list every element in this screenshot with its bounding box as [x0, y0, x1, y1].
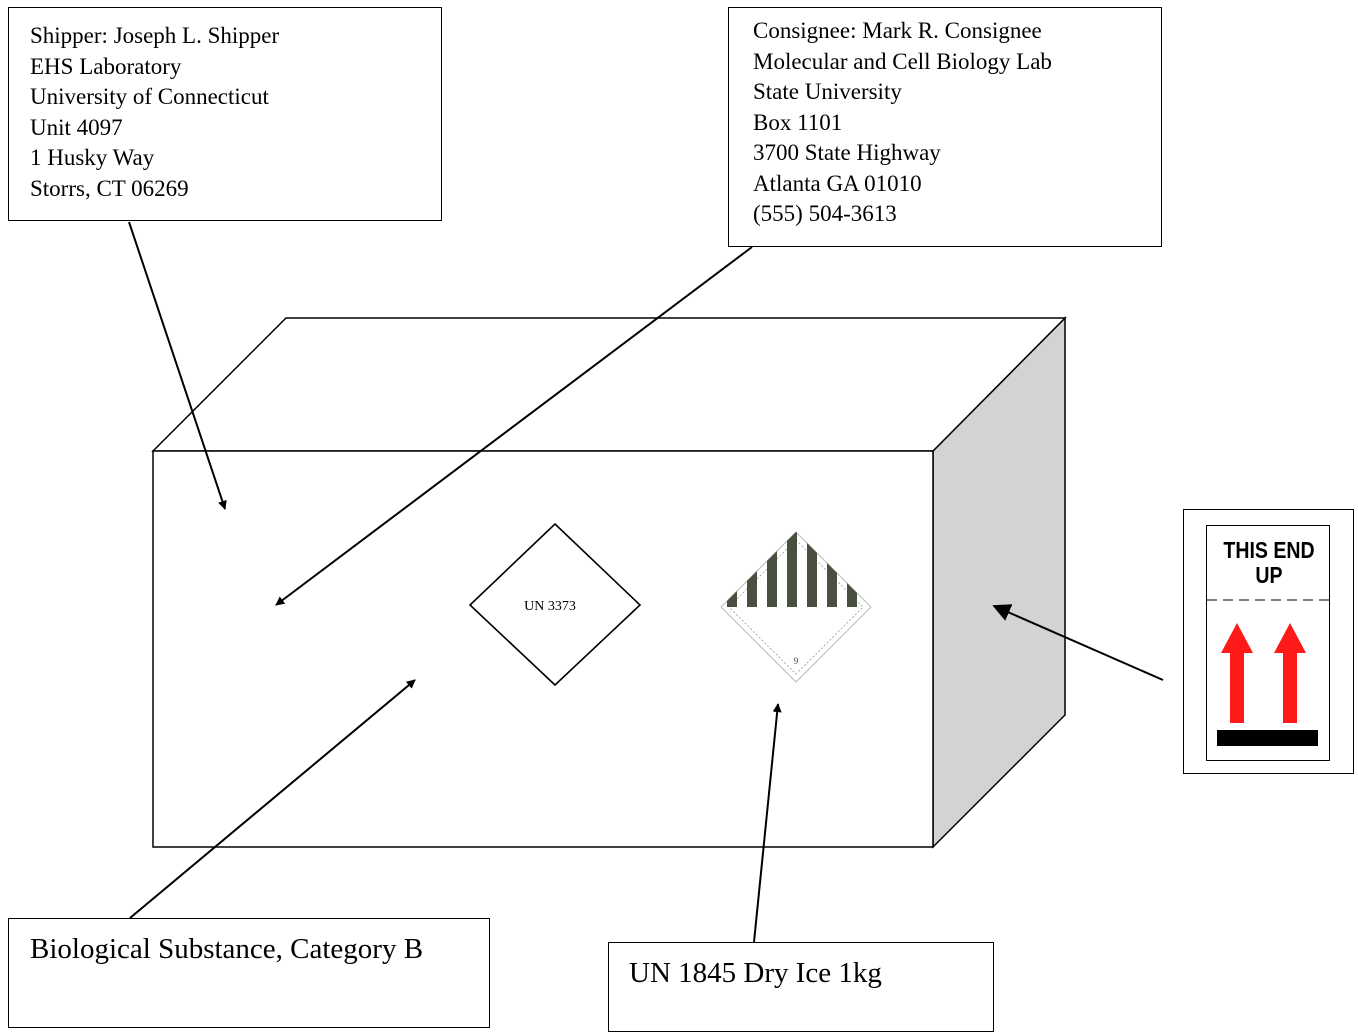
- dry-ice-label: UN 1845 Dry Ice 1kg: [608, 942, 994, 1032]
- orientation-pointer-arrow: [992, 604, 1164, 681]
- orientation-label-text: THIS END UP: [1216, 538, 1321, 588]
- orientation-text-line2: UP: [1255, 562, 1283, 588]
- consignee-line: State University: [753, 79, 902, 104]
- hazard-stripe: [807, 532, 817, 607]
- consignee-address-box: Consignee: Mark R. Consignee Molecular a…: [728, 7, 1162, 247]
- biological-substance-label: Biological Substance, Category B: [8, 918, 490, 1028]
- hazard-stripe: [787, 532, 797, 607]
- box-top-face: [151, 317, 1067, 452]
- shipper-line: University of Connecticut: [30, 84, 269, 109]
- base-bar-icon: [1217, 730, 1318, 746]
- shipper-pointer-arrow: [128, 221, 227, 510]
- dry-ice-pointer-arrow: [753, 703, 782, 943]
- hazard-stripe: [827, 532, 837, 607]
- shipper-line: EHS Laboratory: [30, 53, 182, 79]
- up-arrows-graphic: [1207, 599, 1331, 746]
- un3373-text: UN 3373: [524, 599, 576, 614]
- up-arrow-icon: [1221, 623, 1253, 723]
- un3373-diamond-marking: UN 3373: [468, 522, 642, 687]
- biological-substance-text: Biological Substance, Category B: [30, 933, 424, 965]
- orientation-label-box: THIS END UP: [1183, 509, 1354, 774]
- consignee-line: Consignee: Mark R. Consignee: [753, 18, 1042, 43]
- consignee-line: (555) 504-3613: [753, 201, 897, 226]
- hazard-stripe: [767, 532, 777, 607]
- up-arrow-icon: [1274, 623, 1306, 723]
- shipper-line: Unit 4097: [30, 114, 123, 140]
- consignee-line: 3700 State Highway: [753, 140, 941, 165]
- consignee-line: Atlanta GA 01010: [753, 170, 922, 196]
- orientation-text-line1: THIS END: [1223, 537, 1315, 563]
- shipper-line: Shipper: Joseph L. Shipper: [30, 23, 280, 48]
- consignee-line: Molecular and Cell Biology Lab: [753, 48, 1052, 74]
- class9-number: 9: [794, 656, 799, 666]
- orientation-label: THIS END UP: [1206, 525, 1331, 761]
- dry-ice-text: UN 1845 Dry Ice 1kg: [629, 957, 882, 989]
- shipper-line: 1 Husky Way: [30, 145, 155, 170]
- shipper-address-box: Shipper: Joseph L. Shipper EHS Laborator…: [8, 7, 442, 221]
- shipper-line: Storrs, CT 06269: [30, 175, 189, 201]
- consignee-pointer-arrow: [275, 246, 753, 606]
- consignee-line: Box 1101: [753, 109, 843, 135]
- package-diagram: UN 3373 9: [128, 221, 1164, 943]
- biological-label-pointer-arrow: [129, 679, 416, 919]
